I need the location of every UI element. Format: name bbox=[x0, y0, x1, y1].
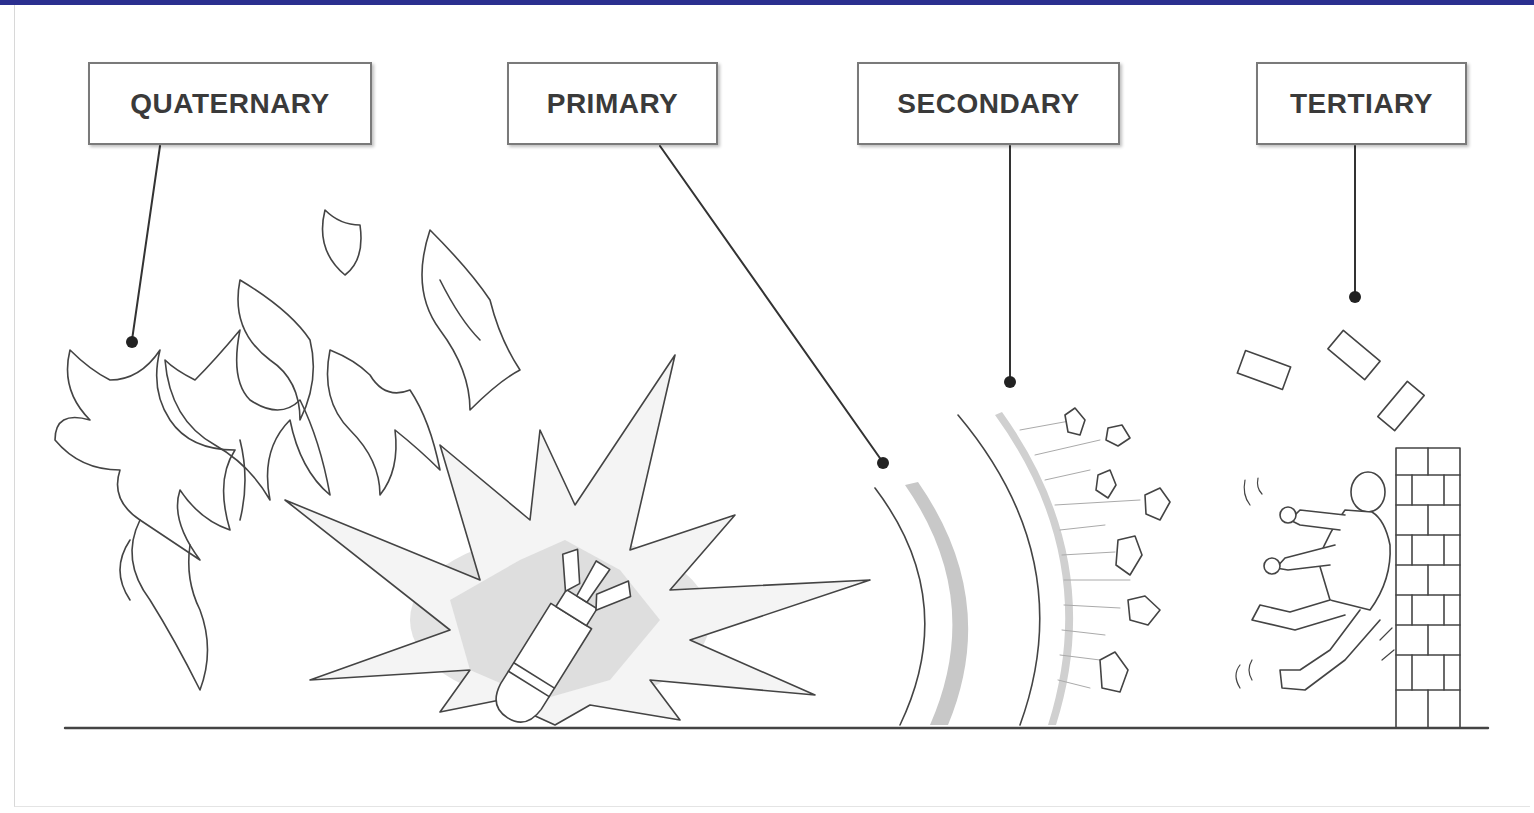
box-label: PRIMARY bbox=[547, 88, 679, 120]
box-label: SECONDARY bbox=[897, 88, 1079, 120]
label-box: QUATERNARY bbox=[88, 62, 372, 145]
label-box: SECONDARY bbox=[857, 62, 1120, 145]
box-label: QUATERNARY bbox=[130, 88, 329, 120]
label-box: PRIMARY bbox=[507, 62, 718, 145]
box-label: TERTIARY bbox=[1290, 88, 1433, 120]
label-box: TERTIARY bbox=[1256, 62, 1467, 145]
